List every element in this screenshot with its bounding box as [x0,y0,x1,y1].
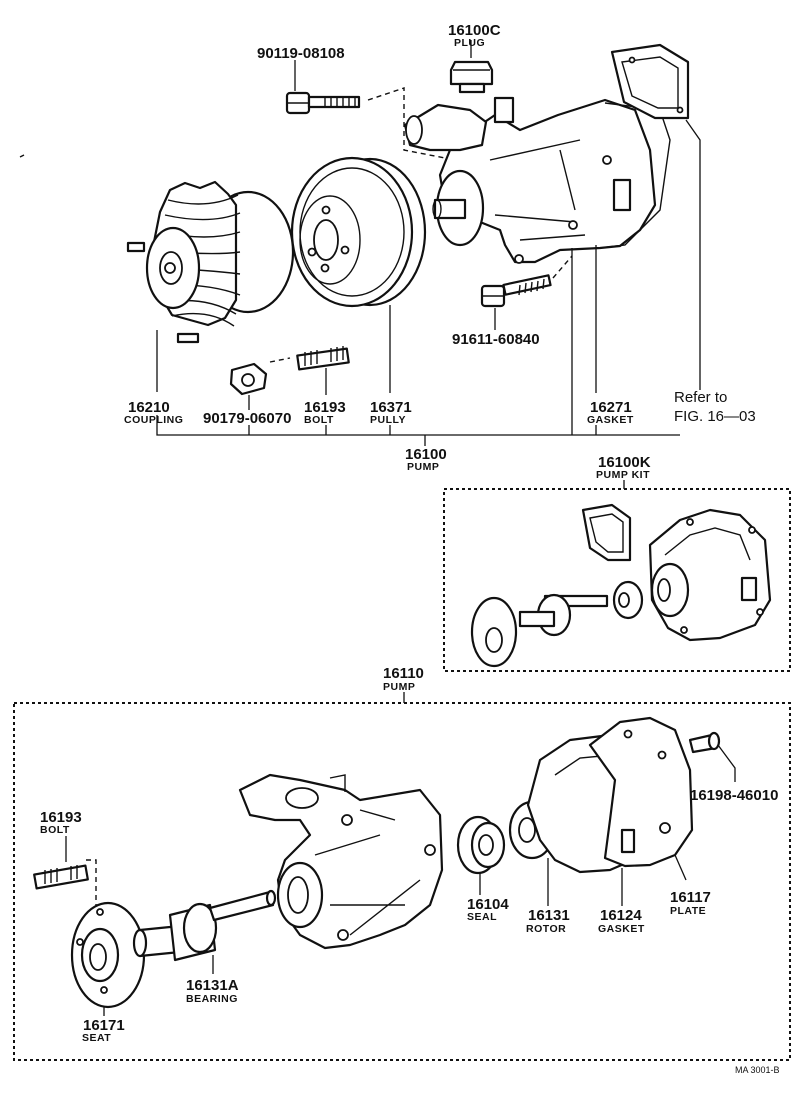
nut-number: 90179-06070 [203,410,291,427]
refer-line2: FIG. 16—03 [674,408,756,425]
plug-part [449,60,494,94]
plate-name: PLATE [670,905,706,917]
bolt-mid-number: 91611-60840 [452,331,540,348]
pulley-part [290,156,427,308]
bolt-mid-part [480,274,552,308]
stud-bolt-lower-name: BOLT [40,824,70,836]
stud-bolt-lower-part [33,864,89,890]
coupling-name: COUPLING [124,414,183,426]
stud-bolt-top-dashed [269,357,291,363]
rotor-name: ROTOR [526,923,566,935]
seat-name: SEAT [82,1032,111,1044]
pump-kit-parts [470,503,772,668]
stud-bolt-top-part [296,346,350,371]
refer-leader [685,119,701,390]
figure-code: MA 3001-B [735,1065,780,1075]
pump-kit-name: PUMP KIT [596,469,650,481]
screw-number: 16198-46010 [690,787,778,804]
stud-bolt-top-number: 16193 [304,399,346,416]
gasket-top-number: 16271 [590,399,632,416]
bearing-name: BEARING [186,993,238,1005]
gasket-lower-number: 16124 [600,907,642,924]
pump-body-top-part [403,96,671,264]
plate-part [588,716,694,868]
seat-number: 16171 [83,1017,125,1034]
stud-bolt-top-name: BOLT [304,414,334,426]
rotor-number: 16131 [528,907,570,924]
stray-mark [19,154,25,158]
pulley-name: PULLY [370,414,406,426]
seal-name: SEAL [467,911,497,923]
refer-line1: Refer to [674,389,727,406]
stud-bolt-lower-number: 16193 [40,809,82,826]
seal-number: 16104 [467,896,509,913]
pump-kit-number: 16100K [598,454,651,471]
gasket-top-name: GASKET [587,414,634,426]
stud-bolt-lower-dashed [86,859,97,920]
bolt-top-number: 90119-08108 [257,45,345,62]
plug-name: PLUG [454,37,485,49]
pump-lower-number: 16110 [383,665,424,682]
seal-part [456,815,506,875]
screw-part [688,731,721,754]
coupling-part [126,180,295,344]
gasket-lower-name: GASKET [598,923,645,935]
bolt-top-part [285,91,361,115]
nut-part [229,362,268,396]
screw-leader [717,744,736,782]
pump-body-lower-part [238,773,444,950]
gasket-top-part [610,43,690,120]
bearing-number: 16131A [186,977,239,994]
pump-top-name: PUMP [407,461,439,473]
bolt-top-dashed-path [367,87,456,161]
plate-number: 16117 [670,889,711,906]
coupling-number: 16210 [128,399,170,416]
pulley-number: 16371 [370,399,412,416]
bolt-mid-dashed [552,255,573,279]
plate-leader [674,854,687,881]
plug-number: 16100C [448,22,501,39]
pump-lower-name: PUMP [383,681,415,693]
seat-part [70,901,146,1009]
pump-top-number: 16100 [405,446,447,463]
bearing-part [132,889,277,962]
pump-top-bracket [156,415,680,446]
pump-lower-box [13,702,791,1061]
